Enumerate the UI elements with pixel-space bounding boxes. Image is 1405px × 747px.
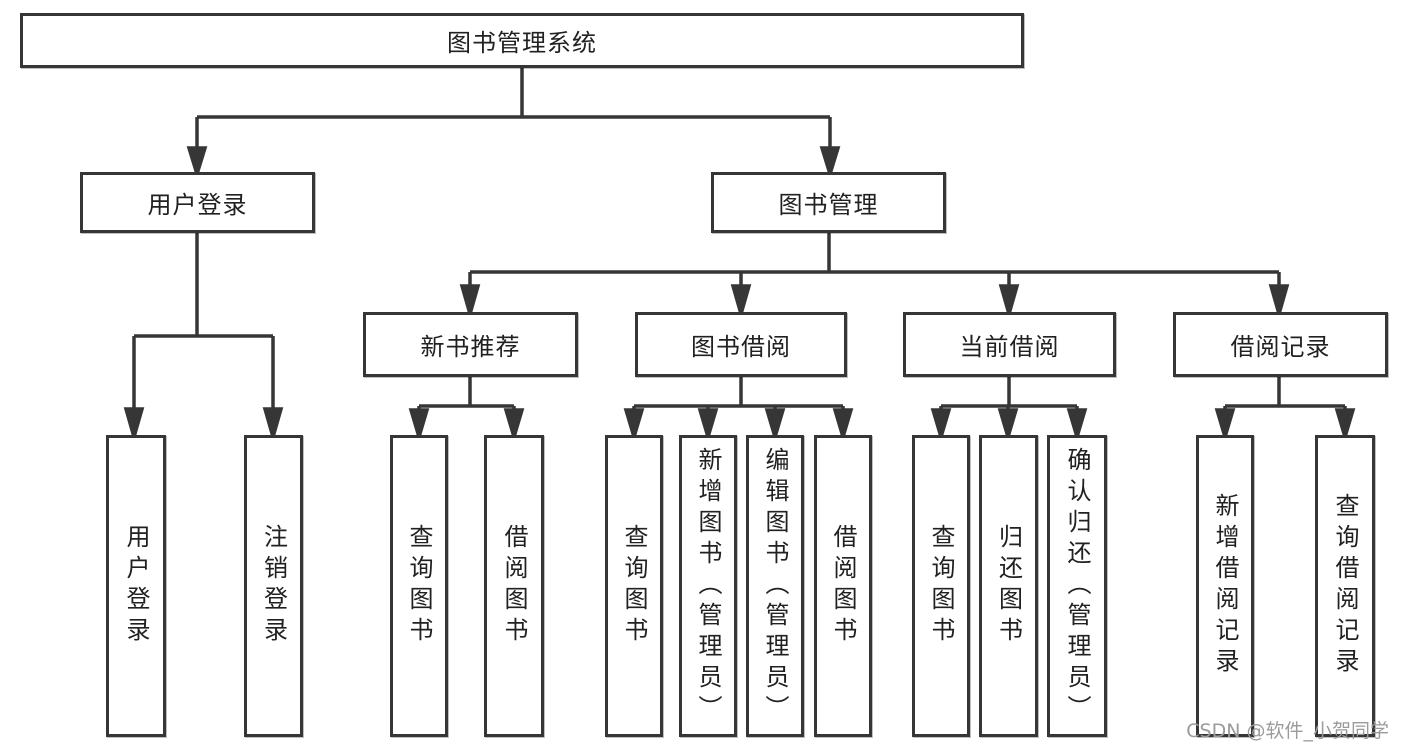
leaf-records-query-record: 查询借阅记录 <box>1315 435 1375 737</box>
node-book-management: 图书管理 <box>711 172 946 233</box>
arrowhead <box>503 408 525 444</box>
arrowhead <box>262 407 284 444</box>
leaf-borrowing-borrow-book: 借阅图书 <box>814 435 872 737</box>
leaf-current-query-book: 查询图书 <box>912 435 970 737</box>
node-book-borrowing: 图书借阅 <box>635 312 847 377</box>
arrowhead <box>819 146 841 180</box>
arrowhead <box>997 408 1019 444</box>
arrowhead <box>1268 284 1290 321</box>
arrowhead <box>186 146 208 180</box>
leaf-borrowing-add-book: 新增图书（管理员） <box>679 435 737 737</box>
arrowhead <box>123 407 145 444</box>
arrowhead <box>730 284 752 321</box>
csdn-watermark: CSDN @软件_小贺同学 <box>1186 720 1389 742</box>
arrowhead <box>1334 408 1356 444</box>
arrowhead <box>1214 408 1236 444</box>
leaf-current-return-book: 归还图书 <box>979 435 1038 737</box>
arrowhead <box>832 408 854 444</box>
leaf-recommend-borrow-book: 借阅图书 <box>484 435 544 737</box>
leaf-recommend-query-book: 查询图书 <box>390 435 448 737</box>
node-current-borrowing: 当前借阅 <box>903 312 1116 377</box>
leaf-borrowing-edit-book: 编辑图书（管理员） <box>746 435 804 737</box>
node-user-login: 用户登录 <box>80 172 315 233</box>
arrowhead <box>408 408 430 444</box>
leaf-user-login: 用户登录 <box>106 435 166 737</box>
leaf-records-add-record: 新增借阅记录 <box>1196 435 1254 737</box>
arrowhead <box>998 284 1020 321</box>
leaf-borrowing-query-book: 查询图书 <box>605 435 663 737</box>
leaf-logout: 注销登录 <box>244 435 303 737</box>
arrowhead <box>764 408 786 444</box>
arrowhead <box>623 408 645 444</box>
node-new-book-recommend: 新书推荐 <box>363 312 578 377</box>
arrowhead <box>697 408 719 444</box>
node-borrowing-records: 借阅记录 <box>1173 312 1388 377</box>
arrowhead <box>459 284 481 321</box>
arrowhead <box>1066 408 1088 444</box>
leaf-current-confirm-return: 确认归还（管理员） <box>1047 435 1107 737</box>
node-root: 图书管理系统 <box>20 13 1024 68</box>
arrowhead <box>930 408 952 444</box>
